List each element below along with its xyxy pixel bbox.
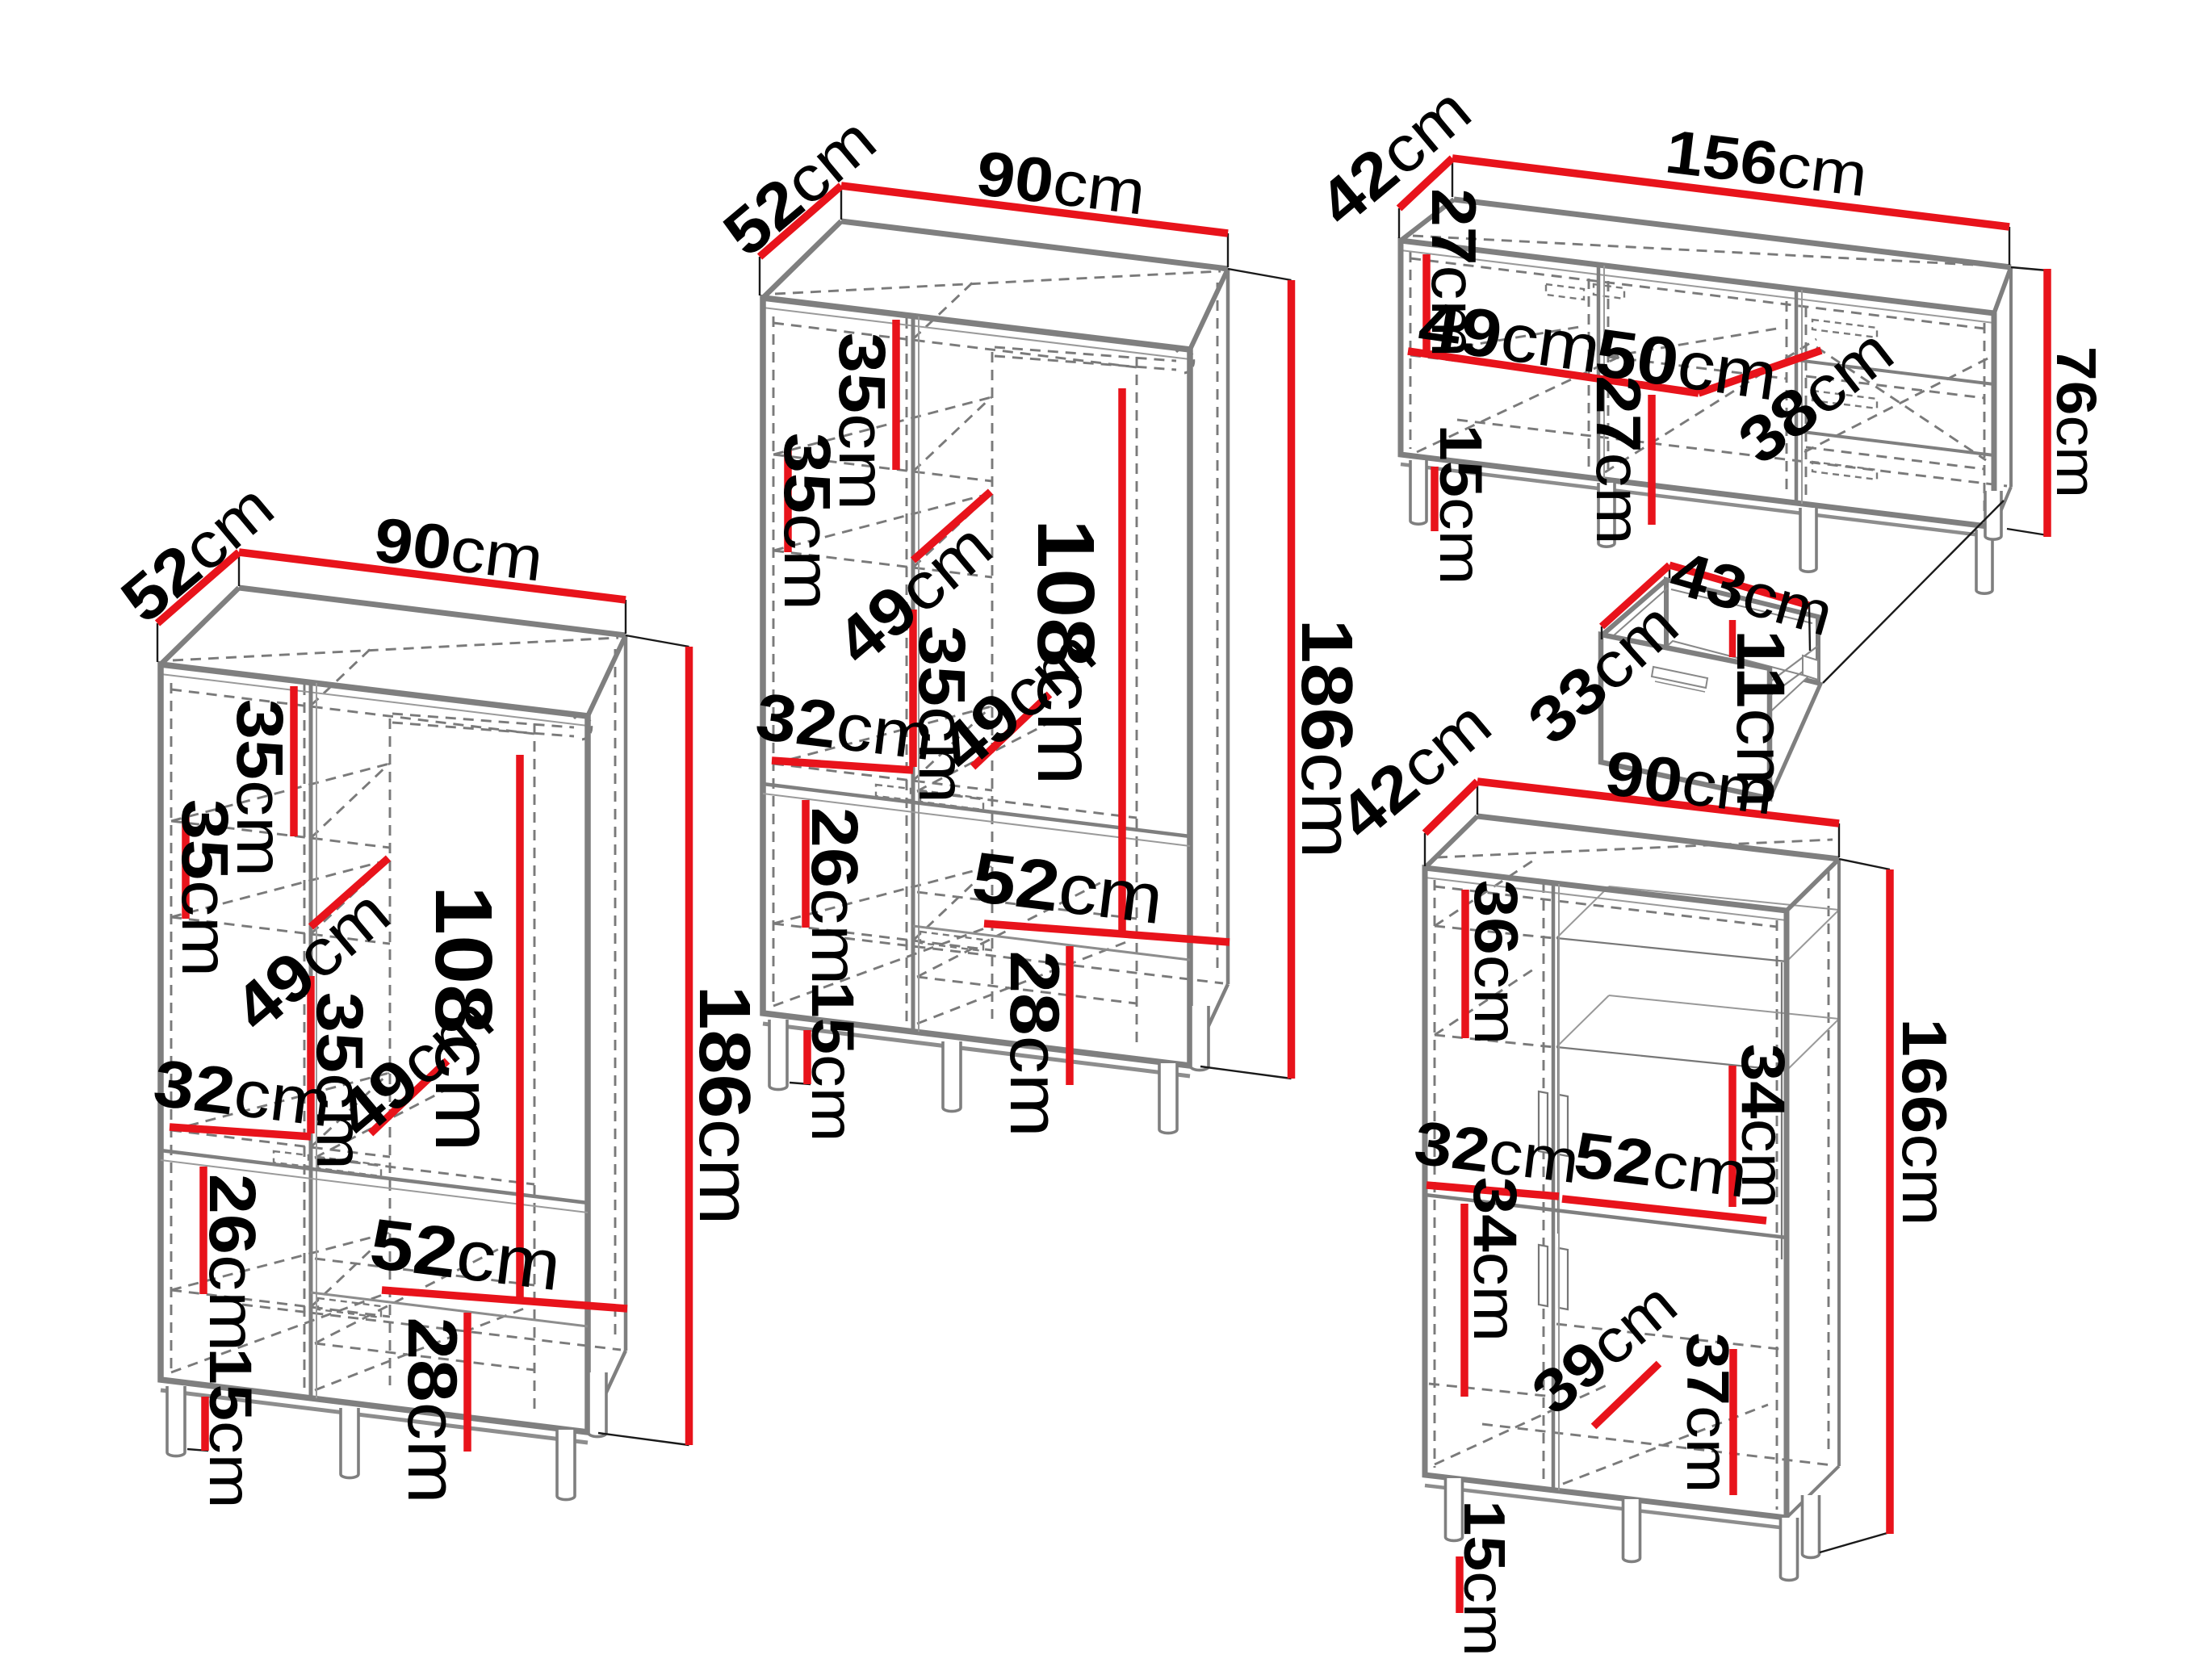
svg-text:15cm: 15cm — [1452, 1500, 1517, 1657]
svg-text:37cm: 37cm — [1674, 1332, 1741, 1493]
svg-text:49cm: 49cm — [1414, 287, 1606, 388]
svg-text:166cm: 166cm — [1889, 1018, 1959, 1226]
svg-text:34cm: 34cm — [1461, 1177, 1530, 1342]
svg-text:156cm: 156cm — [1662, 117, 1871, 210]
svg-text:76cm: 76cm — [2045, 346, 2109, 498]
svg-text:36cm: 36cm — [1462, 880, 1531, 1045]
svg-text:50cm: 50cm — [1591, 314, 1783, 415]
svg-text:34cm: 34cm — [1729, 1044, 1798, 1209]
svg-text:90cm: 90cm — [1602, 738, 1778, 827]
svg-text:11cm: 11cm — [1723, 630, 1799, 808]
svg-text:32cm: 32cm — [1411, 1108, 1583, 1196]
svg-text:27cm: 27cm — [1583, 375, 1653, 545]
svg-text:52cm: 52cm — [1570, 1118, 1751, 1211]
svg-text:27cm: 27cm — [1418, 188, 1489, 358]
svg-text:15cm: 15cm — [1427, 424, 1494, 584]
